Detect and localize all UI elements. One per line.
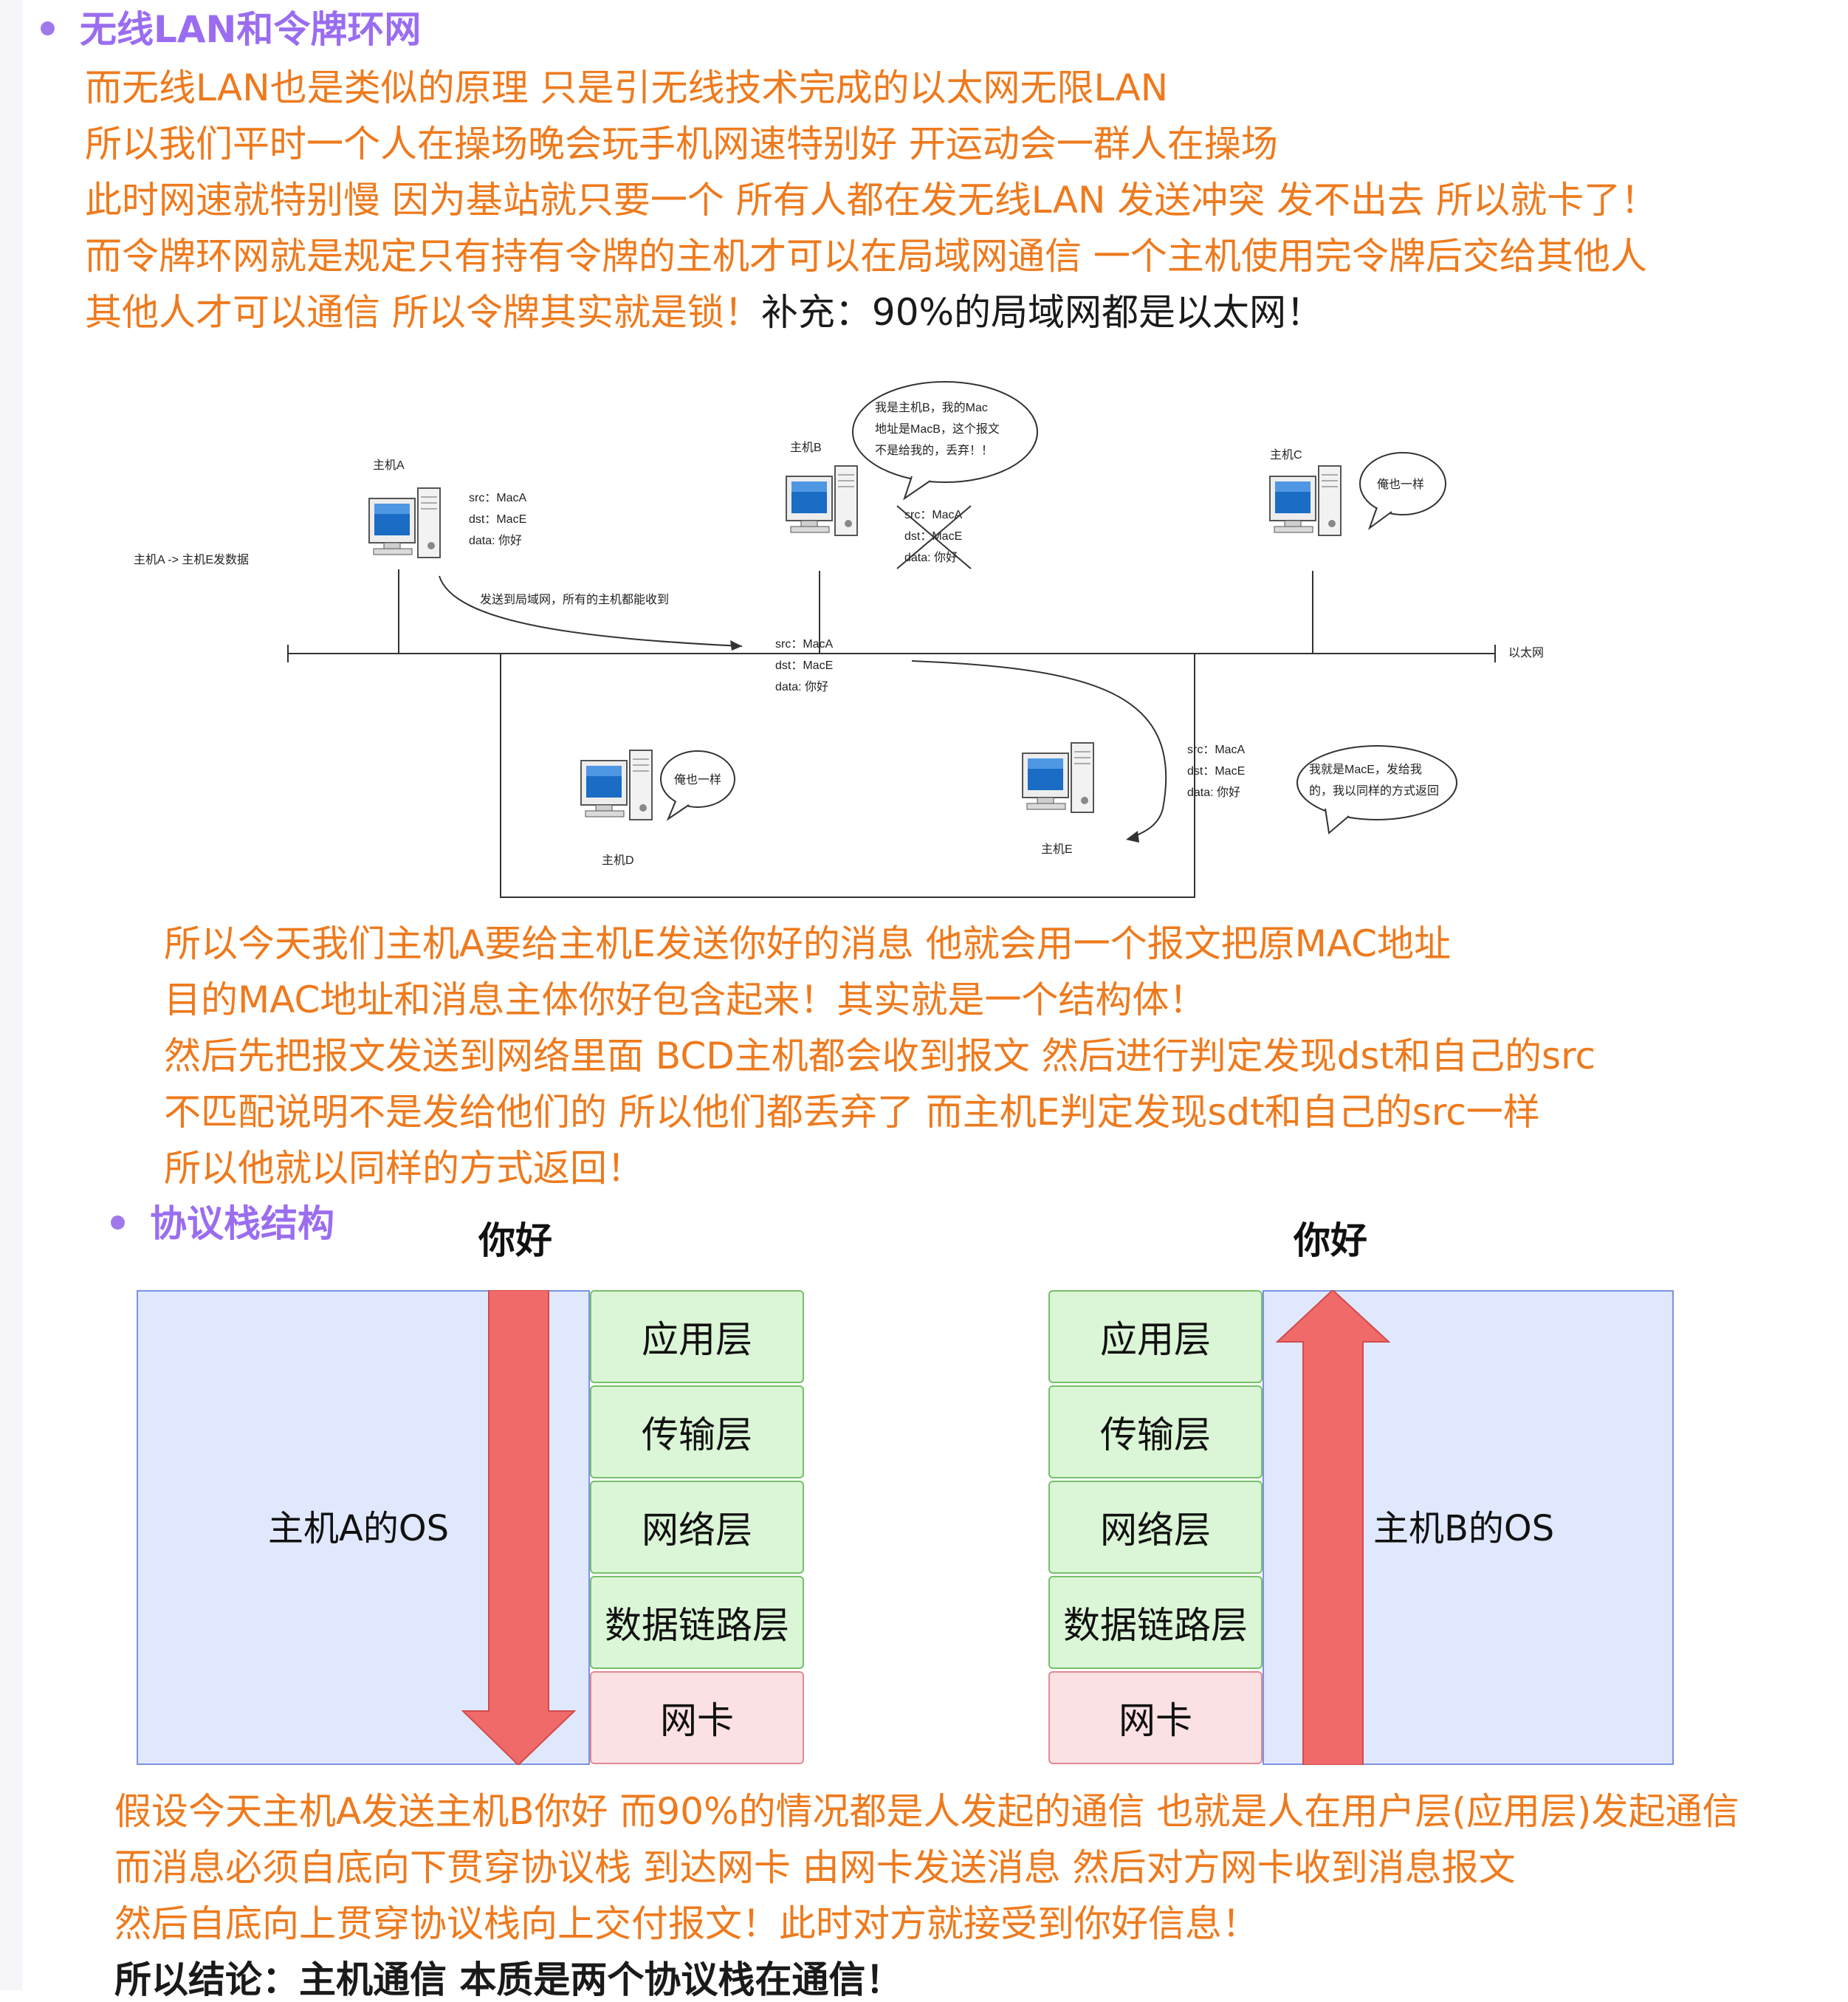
paragraph-line: 而令牌环网就是规定只有持有令牌的主机才可以在局域网通信 一个主机使用完令牌后交给…: [85, 235, 1647, 278]
frame-dst: dst：MacE: [469, 513, 526, 526]
host-a-os-label: 主机A的OS: [268, 1508, 450, 1549]
paragraph-line: 而消息必须自底向下贯穿协议栈 到达网卡 由网卡发送消息 然后对方网卡收到消息报文: [114, 1846, 1516, 1889]
bullet-dot: [41, 21, 55, 35]
layer-transport: 传输层: [1048, 1385, 1263, 1478]
bubble-e-line: 的，我以同样的方式返回: [1309, 784, 1439, 798]
frame-src: src：MacA: [904, 509, 963, 521]
layer-nic: 网卡: [1048, 1671, 1263, 1764]
bubble-d-text: 俺也一样: [674, 773, 721, 786]
paragraph-text-black: 补充：90%的局域网都是以太网！: [760, 291, 1324, 334]
paragraph-line: 其他人才可以通信 所以令牌其实就是锁！补充：90%的局域网都是以太网！: [85, 290, 1323, 335]
conclusion-line: 所以结论：主机通信 本质是两个协议栈在通信！: [114, 1958, 903, 2001]
paragraph-line: 目的MAC地址和消息主体你好包含起来！其实就是一个结构体！: [164, 978, 1206, 1021]
side-label: 主机A -> 主机E发数据: [134, 553, 249, 566]
paragraph-line: 然后自底向上贯穿协议栈向上交付报文！此时对方就接受到你好信息！: [114, 1902, 1259, 1945]
host-c-label: 主机C: [1270, 448, 1302, 462]
bubble-b-line: 地址是MacB，这个报文: [875, 422, 1000, 436]
section-heading-wireless: 无线LAN和令牌环网: [80, 8, 422, 51]
paragraph-line: 所以他就以同样的方式返回！: [164, 1147, 644, 1190]
bubble-b-line: 不是给我的，丢弃！！: [875, 444, 993, 457]
broadcast-note: 发送到局域网，所有的主机都能收到: [480, 593, 669, 606]
frame-data: data: 你好: [775, 680, 828, 693]
layer-datalink: 数据链路层: [1048, 1576, 1263, 1669]
bubble-c-text: 俺也一样: [1377, 478, 1424, 491]
paragraph-line: 而无线LAN也是类似的原理 只是引无线技术完成的以太网无限LAN: [85, 66, 1169, 109]
host-b-label: 主机B: [790, 441, 822, 454]
bubble-e-line: 我就是MacE，发给我: [1309, 763, 1422, 776]
hello-label-left: 你好: [478, 1219, 552, 1262]
paragraph-line: 所以我们平时一个人在操场晚会玩手机网速特别好 开运动会一群人在操场: [85, 123, 1278, 165]
bubble-b-line: 我是主机B，我的Mac: [875, 401, 988, 414]
frame-dst: dst：MacE: [1187, 765, 1245, 778]
up-arrow: [1276, 1290, 1390, 1765]
frame-src: src：MacA: [775, 638, 834, 651]
paragraph-line: 此时网速就特别慢 因为基站就只要一个 所有人都在发无线LAN 发送冲突 发不出去…: [85, 179, 1658, 222]
layer-network: 网络层: [1048, 1481, 1263, 1574]
frame-src: src：MacA: [1187, 744, 1246, 756]
layer-application: 应用层: [1048, 1290, 1263, 1383]
host-e-label: 主机E: [1041, 843, 1073, 856]
frame-dst: dst：MacE: [775, 659, 833, 672]
layer-network: 网络层: [590, 1481, 804, 1574]
layer-nic: 网卡: [590, 1671, 804, 1764]
ethernet-label: 以太网: [1508, 646, 1544, 659]
hello-label-right: 你好: [1294, 1219, 1367, 1262]
paragraph-line: 所以今天我们主机A要给主机E发送你好的消息 他就会用一个报文把原MAC地址: [164, 922, 1452, 965]
host-d-label: 主机D: [602, 854, 634, 867]
frame-data: data: 你好: [469, 534, 522, 547]
down-arrow: [461, 1290, 576, 1765]
frame-src: src：MacA: [469, 492, 527, 504]
bullet-dot: [111, 1216, 125, 1230]
layer-transport: 传输层: [590, 1385, 804, 1478]
host-a-label: 主机A: [373, 459, 405, 472]
left-gutter: [0, 0, 22, 1990]
layer-datalink: 数据链路层: [590, 1576, 804, 1669]
layer-application: 应用层: [590, 1290, 804, 1383]
host-b-os-label: 主机B的OS: [1373, 1508, 1555, 1549]
paragraph-line: 然后先把报文发送到网络里面 BCD主机都会收到报文 然后进行判定发现dst和自己…: [164, 1035, 1596, 1077]
paragraph-line: 不匹配说明不是发给他们的 所以他们都丢弃了 而主机E判定发现sdt和自己的src…: [164, 1091, 1540, 1134]
ethernet-diagram: 以太网 主机A -> 主机E发数据 主机A src：MacA dst：MacE …: [134, 381, 1544, 898]
paragraph-line: 假设今天主机A发送主机B你好 而90%的情况都是人发起的通信 也就是人在用户层(…: [114, 1790, 1739, 1833]
section-heading-protocol-stack: 协议栈结构: [150, 1202, 334, 1245]
frame-data: data: 你好: [1187, 786, 1240, 799]
frame-data: data: 你好: [904, 551, 958, 564]
paragraph-text-orange: 其他人才可以通信 所以令牌其实就是锁！: [85, 291, 761, 334]
